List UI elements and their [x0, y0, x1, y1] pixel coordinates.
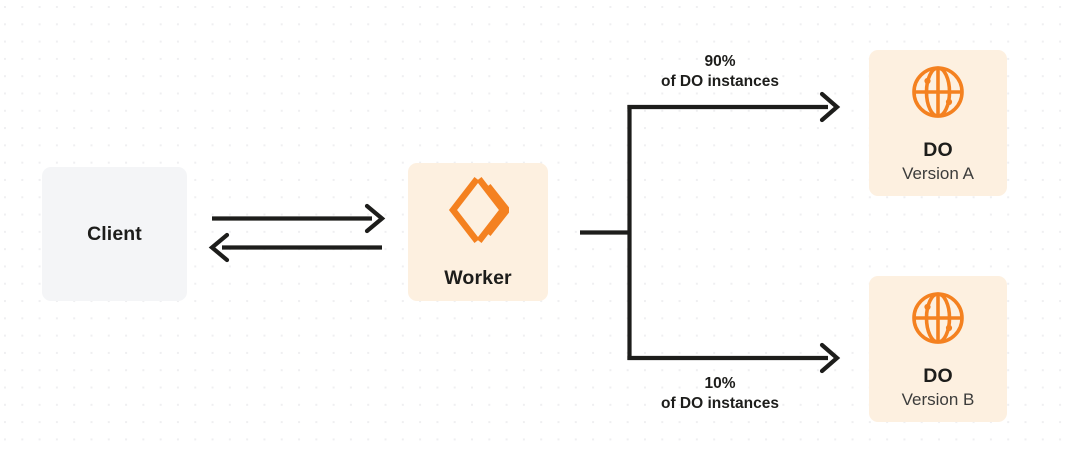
edge-label-worker-to-do-a: 90% of DO instances	[600, 52, 840, 93]
edge-worker-to-client	[208, 232, 382, 263]
edge-worker-to-do-b	[627, 342, 841, 374]
node-worker: Worker	[408, 163, 548, 301]
node-worker-label: Worker	[444, 267, 512, 290]
edge-client-to-worker	[212, 203, 386, 234]
node-do-version-a: DO Version A	[869, 50, 1007, 196]
node-do-b-label: DO	[923, 364, 953, 387]
globe-icon	[908, 62, 968, 122]
edge-worker-to-do-a	[627, 91, 841, 123]
node-client: Client	[42, 167, 187, 301]
node-do-a-label: DO	[923, 138, 953, 161]
node-do-b-sublabel: Version B	[901, 390, 975, 410]
node-do-version-b: DO Version B	[869, 276, 1007, 422]
node-do-a-sublabel: Version A	[902, 164, 974, 184]
edge-label-bottom-percent: 10%	[704, 375, 736, 392]
edge-label-top-percent: 90%	[704, 53, 736, 70]
edge-branch-trunk	[580, 105, 632, 360]
cloudflare-workers-chevron-icon	[447, 174, 512, 246]
edge-label-bottom-description: of DO instances	[661, 395, 779, 413]
edge-label-top-description: of DO instances	[661, 73, 779, 91]
node-client-label: Client	[87, 222, 142, 245]
globe-icon	[908, 288, 968, 348]
edge-label-worker-to-do-b: 10% of DO instances	[600, 374, 840, 415]
